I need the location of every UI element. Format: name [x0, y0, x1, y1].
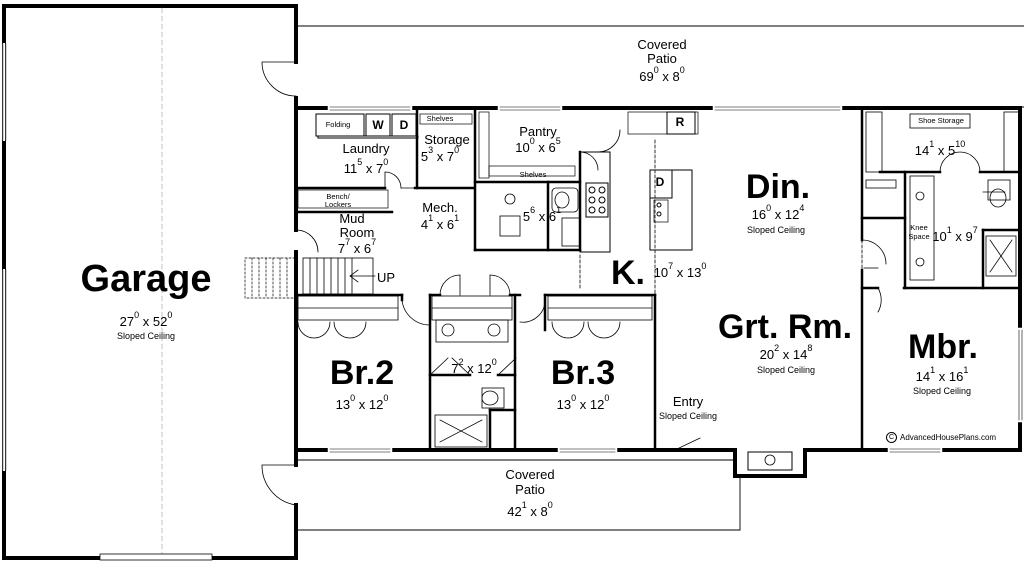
- bench-label-1: Bench/: [326, 192, 350, 201]
- garage-bottom-door: [261, 464, 297, 506]
- copyright-text: AdvancedHousePlans.com: [900, 433, 997, 442]
- laundry-dimensions: 115 x 70: [343, 157, 389, 176]
- mech-dimensions: 41 x 61: [420, 213, 460, 232]
- knee-space-label-2: Space: [908, 232, 930, 241]
- entry-note: Sloped Ceiling: [658, 411, 718, 421]
- kitchen-dimensions: 107 x 130: [653, 261, 707, 280]
- dining-name: Din.: [745, 168, 811, 206]
- br3-name: Br.3: [550, 354, 616, 392]
- shoe-storage-label: Shoe Storage: [918, 116, 964, 125]
- fridge-label: R: [675, 115, 685, 129]
- dryer-label: D: [399, 118, 409, 132]
- master-closet-dimensions: 141 x 510: [914, 139, 966, 158]
- washer-label: W: [372, 118, 384, 132]
- entry-name: Entry: [672, 394, 704, 409]
- dishwasher-label: D: [655, 175, 665, 189]
- master-bath-dimensions: 101 x 97: [932, 225, 978, 244]
- mud-room-name-2: Room: [339, 225, 375, 240]
- hall-bath-dimensions: 56 x 61: [522, 205, 562, 224]
- patio-top-name-1: Covered: [637, 37, 687, 52]
- stair: [302, 257, 376, 295]
- master-bedroom-dimensions: 141 x 161: [915, 365, 969, 384]
- laundry-name: Laundry: [342, 141, 390, 156]
- great-room-note: Sloped Ceiling: [756, 365, 816, 375]
- garage-dimensions: 270 x 520: [119, 310, 173, 329]
- mud-room-name-1: Mud: [339, 211, 365, 226]
- interior-walls: [294, 106, 1022, 452]
- br2-name: Br.2: [329, 354, 395, 392]
- garage-steps: [244, 257, 296, 299]
- patio-top-name-2: Patio: [647, 51, 677, 66]
- master-bedroom-name: Mbr.: [908, 328, 978, 366]
- patio-bottom-dimensions: 421 x 80: [507, 500, 553, 519]
- shared-bath-dimensions: 72 x 120: [451, 357, 497, 376]
- pantry-shelves-label: Shelves: [519, 170, 547, 179]
- bottom-patio-outline: [295, 459, 741, 531]
- storage-shelves-label: Shelves: [426, 114, 454, 123]
- dining-note: Sloped Ceiling: [746, 225, 806, 235]
- patio-top-dimensions: 690 x 80: [639, 65, 685, 84]
- master-bedroom-note: Sloped Ceiling: [912, 386, 972, 396]
- br3-dimensions: 130 x 120: [556, 393, 610, 412]
- garage-name: Garage: [80, 258, 212, 300]
- copyright-icon: C: [886, 432, 897, 443]
- kitchen-name: K.: [611, 254, 645, 292]
- patio-bottom-name-2: Patio: [515, 482, 545, 497]
- great-room-dimensions: 202 x 148: [759, 343, 813, 362]
- br2-dimensions: 130 x 120: [335, 393, 389, 412]
- garage-note: Sloped Ceiling: [116, 331, 176, 341]
- garage-door-bottom: [99, 553, 213, 561]
- pantry-name: Pantry: [519, 124, 557, 139]
- patio-bottom-name-1: Covered: [505, 467, 555, 482]
- garage-side-door: [261, 61, 297, 97]
- great-room-name: Grt. Rm.: [717, 308, 853, 346]
- folding-label: Folding: [325, 120, 351, 129]
- storage-name: Storage: [424, 132, 470, 147]
- bench-label-2: Lockers: [324, 200, 352, 209]
- storage-dimensions: 53 x 70: [420, 145, 460, 164]
- up-label: UP: [376, 270, 396, 285]
- dining-dimensions: 160 x 124: [751, 203, 805, 222]
- knee-space-label-1: Knee: [910, 223, 928, 232]
- mech-name: Mech.: [422, 200, 458, 215]
- copyright-notice: C AdvancedHousePlans.com: [886, 432, 996, 443]
- pantry-dimensions: 100 x 65: [515, 136, 561, 155]
- mud-room-dimensions: 77 x 67: [337, 237, 377, 256]
